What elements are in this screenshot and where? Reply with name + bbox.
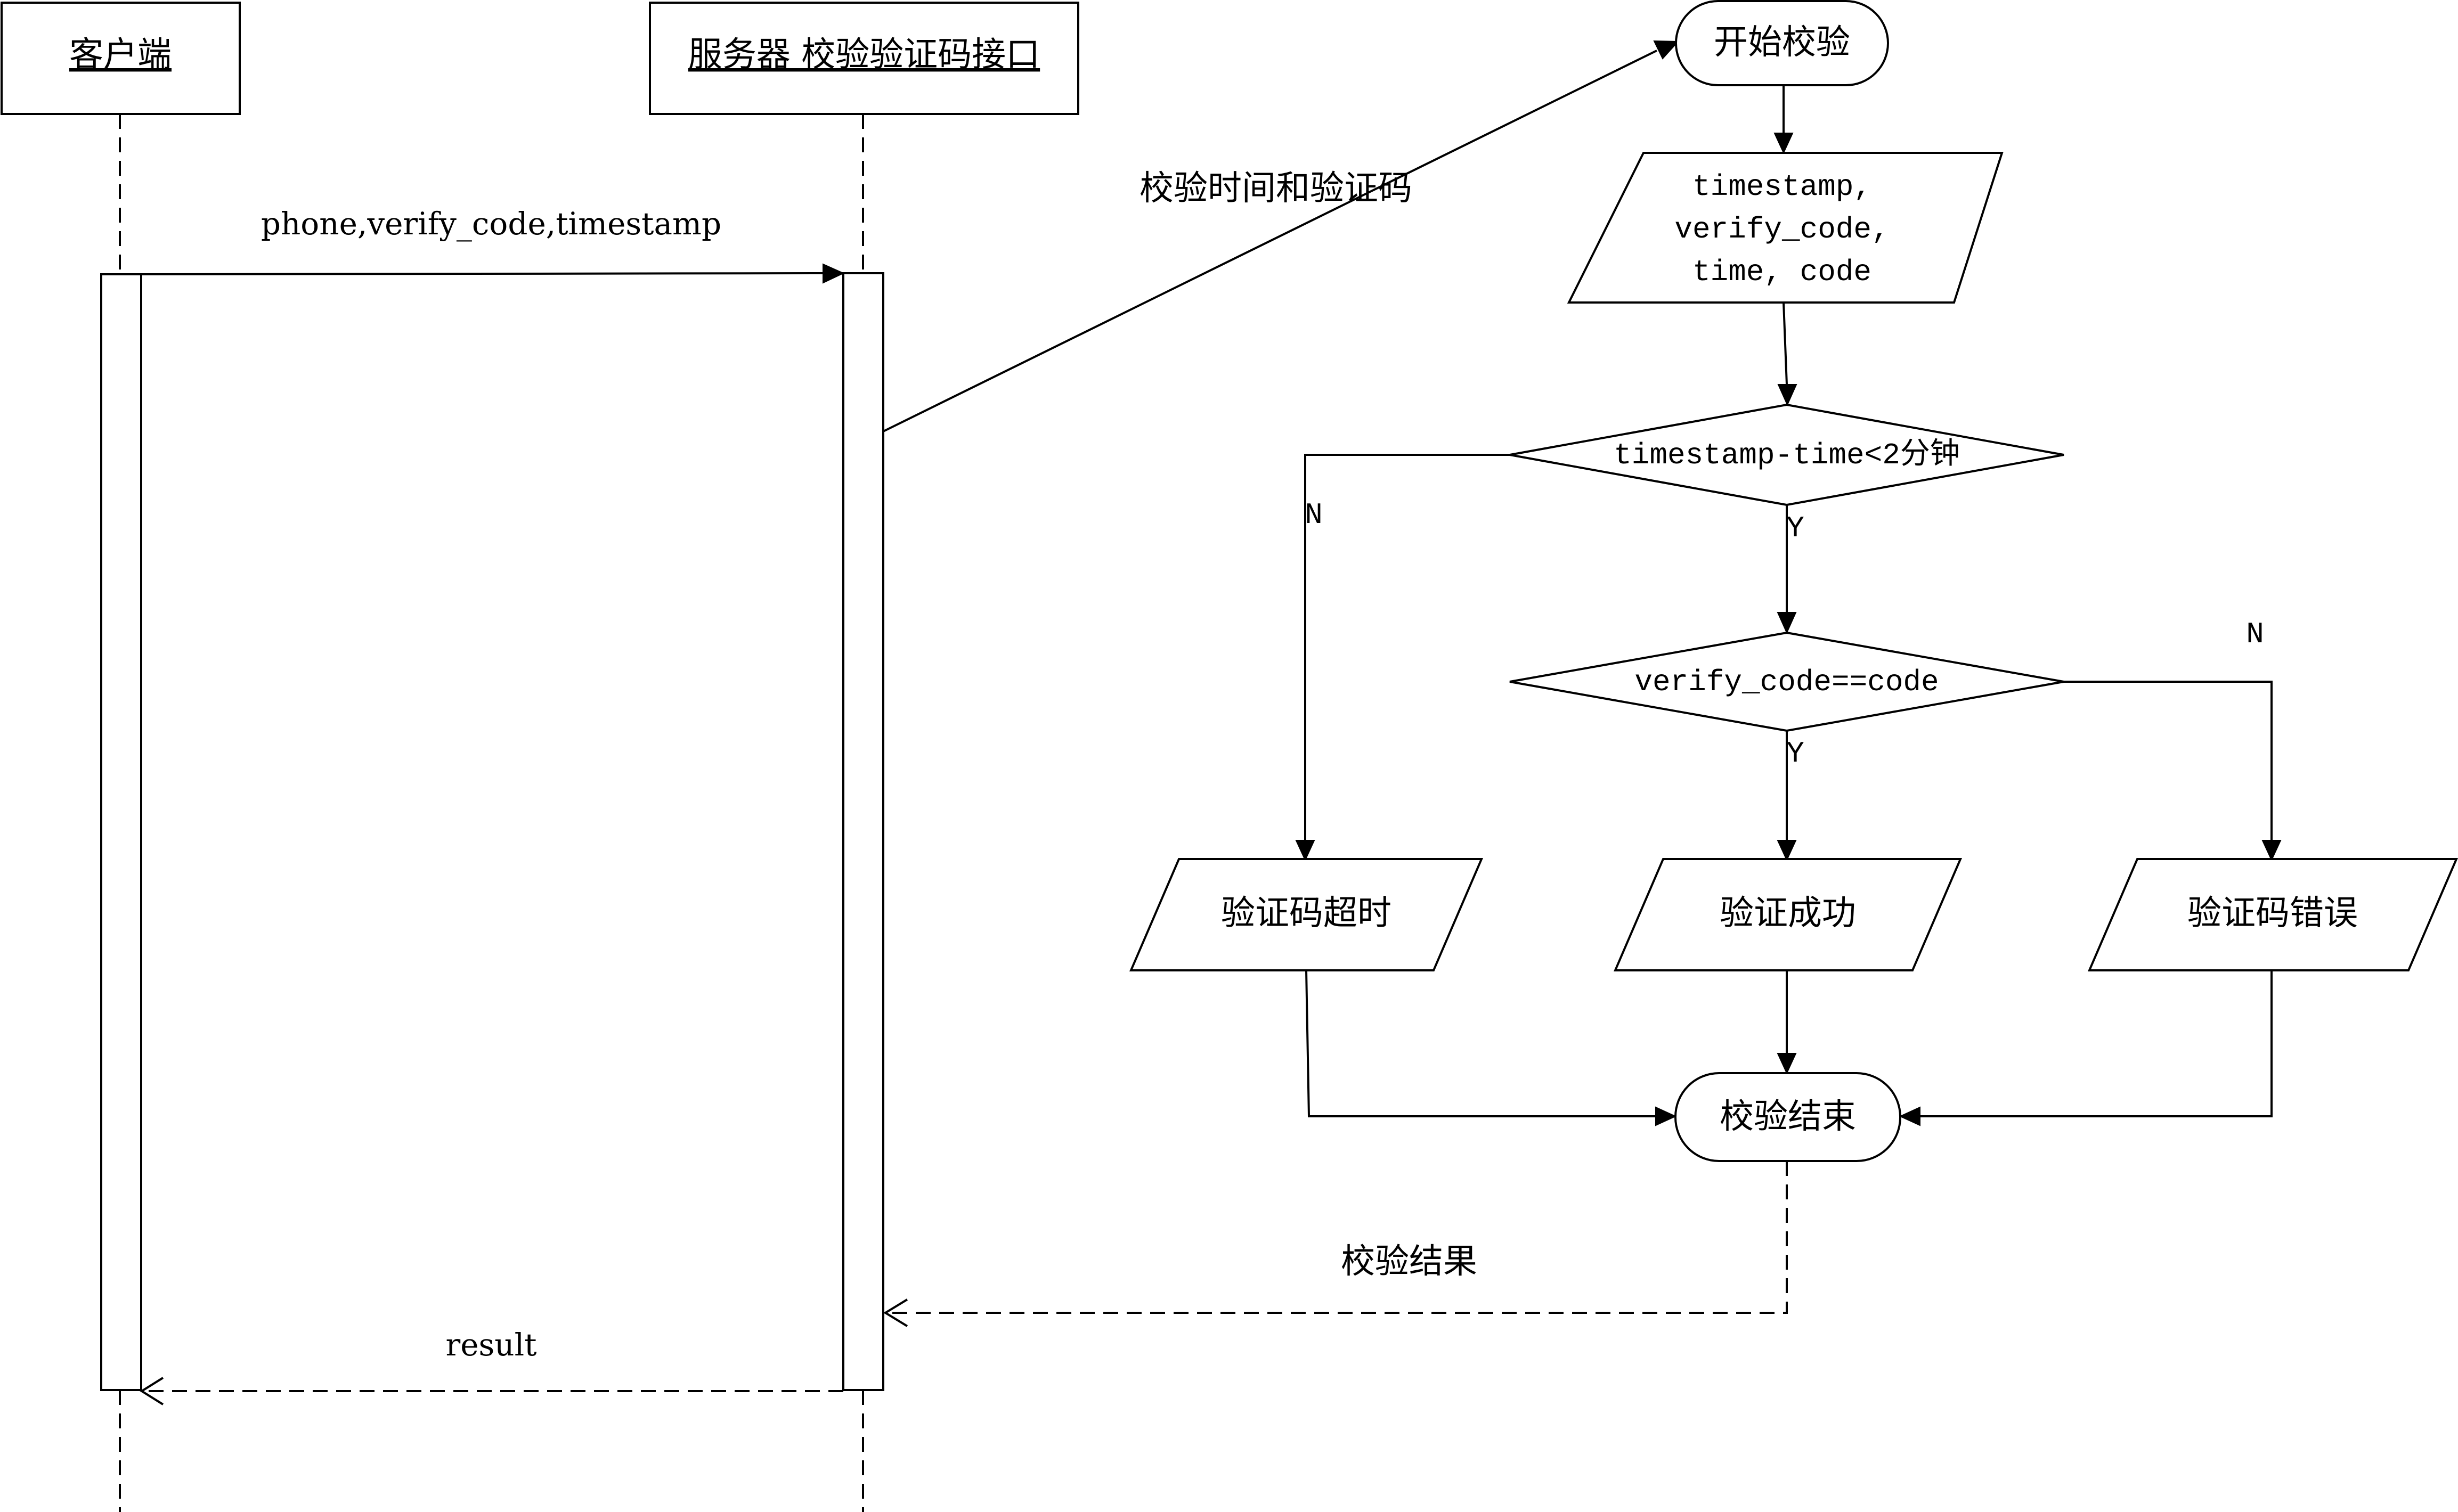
edge-code-yes-head — [1777, 840, 1797, 862]
check-call-message: 校验时间和验证码 — [883, 40, 1680, 432]
code-yes-label: Y — [1786, 737, 1804, 771]
input-line-1: timestamp, — [1692, 170, 1871, 204]
code-check-label: verify_code==code — [1634, 665, 1939, 699]
input-line-3: time, code — [1692, 255, 1871, 289]
check-result-line — [885, 1161, 1788, 1314]
success-label: 验证成功 — [1720, 894, 1856, 933]
time-no-label: N — [1305, 498, 1323, 532]
check-call-label: 校验时间和验证码 — [1140, 169, 1412, 208]
server-label: 服务器 校验验证码接口 — [688, 35, 1040, 75]
success-output — [1613, 858, 1963, 971]
response-label: result — [445, 1327, 536, 1363]
edge-success-to-end-head — [1777, 1053, 1797, 1075]
timeout-label: 验证码超时 — [1221, 894, 1391, 933]
client-lifeline: 客户端 — [1, 2, 241, 1512]
edge-time-no-head — [1295, 840, 1315, 862]
server-activation-bar — [842, 272, 884, 1391]
response-arrow-head — [140, 1377, 164, 1405]
time-check-label: timestamp-time<2分钟 — [1614, 438, 1960, 472]
edge-timeout-to-end-head — [1655, 1106, 1677, 1126]
check-result-message: 校验结果 — [883, 1161, 1788, 1327]
input-parallelogram — [1567, 152, 2004, 304]
response-message: result — [140, 1327, 843, 1405]
client-label: 客户端 — [69, 35, 172, 75]
code-no-label: N — [2246, 617, 2264, 651]
edge-start-to-input-head — [1773, 133, 1794, 154]
server-lifeline: 服务器 校验验证码接口 — [649, 2, 1079, 1512]
edge-timeout-to-end — [1305, 970, 1656, 1117]
edge-input-to-time-check-head — [1777, 384, 1797, 406]
client-activation-bar — [100, 273, 142, 1391]
edge-time-yes-head — [1777, 612, 1797, 634]
time-yes-label: Y — [1786, 511, 1804, 545]
flowchart: 开始校验 timestamp, verify_code, time, code … — [1129, 0, 2458, 1162]
edge-code-no-head — [2261, 840, 2282, 862]
edge-error-to-end — [1920, 970, 2273, 1117]
edge-input-to-time-check — [1783, 302, 1788, 385]
end-terminator — [1674, 1072, 1901, 1162]
check-result-label: 校验结果 — [1341, 1242, 1477, 1281]
server-header-box — [649, 2, 1079, 115]
request-label: phone,verify_code,timestamp — [261, 206, 721, 242]
error-label: 验证码错误 — [2187, 894, 2358, 933]
edge-error-to-end-head — [1899, 1106, 1920, 1126]
check-result-arrow-head — [883, 1298, 908, 1327]
start-label: 开始校验 — [1714, 23, 1850, 62]
error-output — [2087, 858, 2458, 971]
input-line-2: verify_code, — [1674, 213, 1889, 247]
edge-code-no — [2064, 681, 2273, 840]
check-call-line — [883, 50, 1657, 432]
check-call-arrow-head — [1653, 40, 1680, 60]
timeout-output — [1129, 858, 1484, 971]
client-header-box — [1, 2, 241, 115]
end-label: 校验结束 — [1720, 1097, 1856, 1137]
request-message: phone,verify_code,timestamp — [141, 206, 845, 284]
request-arrow-head — [823, 263, 845, 284]
request-arrow-line — [141, 272, 825, 275]
start-terminator — [1675, 0, 1889, 86]
edge-time-no — [1304, 454, 1510, 840]
